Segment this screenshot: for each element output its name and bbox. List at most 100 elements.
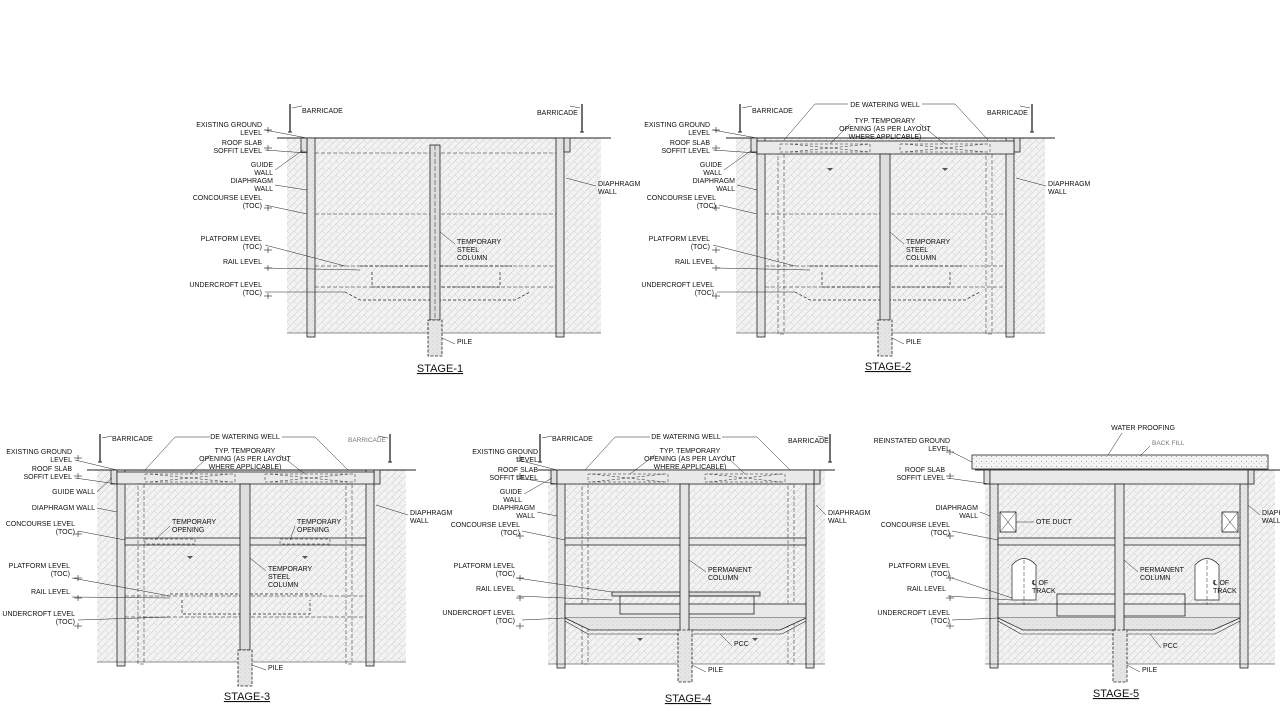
diaphragm-left-label-line-2: WALL — [716, 186, 735, 193]
platform-label-line-2: (TOC) — [51, 571, 70, 578]
existing-ground-label-line-2: LEVEL — [50, 457, 72, 464]
leader-line — [815, 504, 827, 516]
concourse-label-line-2: (TOC) — [501, 530, 520, 537]
leader-line — [716, 267, 811, 271]
leader-line — [723, 149, 753, 171]
leader-line — [951, 451, 973, 463]
roof-slab-label-line-2: SOFFIT LEVEL — [490, 475, 539, 482]
leader-line — [691, 664, 707, 673]
roof-slab-label-line-1: ROOF SLAB — [498, 467, 538, 474]
diaphragm-right-label-line-1: DIAPHRAGM — [598, 181, 641, 188]
undercroft-label-line-1: UNDERCROFT LEVEL — [641, 282, 714, 289]
platform-label-line-1: PLATFORM LEVEL — [649, 236, 710, 243]
leader-line — [377, 435, 389, 439]
opening-label-line-1: TYP. TEMPORARY — [660, 448, 721, 455]
leader-line — [516, 595, 613, 601]
leader-line — [264, 244, 346, 267]
platform-label-line-1: PLATFORM LEVEL — [889, 563, 950, 570]
temporary-steel-column — [239, 483, 251, 651]
pile-label: PILE — [268, 665, 284, 672]
dewatering-well-right — [787, 483, 795, 665]
column-label-line-1: TEMPORARY — [906, 239, 951, 246]
stage-title: STAGE-1 — [417, 363, 463, 375]
leader-line — [517, 459, 558, 471]
existing-ground-label-line-2: LEVEL — [516, 457, 538, 464]
roof-slab-label-line-2: SOFFIT LEVEL — [214, 148, 263, 155]
undercroft-label-line-2: (TOC) — [56, 619, 75, 626]
column-label-line-2: STEEL — [268, 574, 290, 581]
water-level-icon — [827, 168, 833, 171]
leader-line — [74, 459, 118, 471]
water-level-icon — [942, 168, 948, 171]
temporary-opening-marks — [591, 473, 782, 483]
opening-label-line-2: OPENING (AS PER LAYOUT — [199, 456, 291, 463]
concourse-label-line-1: CONCOURSE LEVEL — [647, 195, 716, 202]
leader-line — [71, 596, 171, 599]
leader-line — [1139, 445, 1151, 457]
leader-line — [736, 184, 758, 191]
leader-line — [291, 105, 303, 109]
platform-label-line-1: PLATFORM LEVEL — [9, 563, 70, 570]
diaphragm-left-label: DIAPHRAGM WALL — [32, 505, 95, 512]
leader-line — [946, 477, 991, 485]
water-level-icon — [752, 638, 758, 641]
leader-line — [536, 511, 558, 517]
column-label-line-1: PERMANENT — [1140, 567, 1185, 574]
opening-leaders — [829, 123, 946, 145]
opening-label-line-3: WHERE APPLICABLE) — [209, 464, 282, 471]
pcc-label: PCC — [1163, 643, 1178, 650]
diaphragm-left-label-line-2: WALL — [254, 186, 273, 193]
diaphragm-right-label-line-2: WALL — [598, 189, 617, 196]
column-label-line-3: COLUMN — [268, 582, 298, 589]
leader-line — [688, 559, 707, 573]
leader-line — [951, 530, 999, 541]
leader-line — [77, 616, 171, 621]
guide-wall-label-line-1: GUIDE — [500, 489, 523, 496]
diaphragm-right-label-line-1: DIAPHRAGM — [410, 510, 453, 517]
barricade-right-label: BARRICADE — [348, 437, 387, 444]
leader-line — [274, 184, 308, 191]
platform-label-line-1: PLATFORM LEVEL — [454, 563, 515, 570]
pile — [237, 649, 253, 687]
leader-line — [741, 105, 753, 109]
water-level-icon — [637, 638, 643, 641]
temp-opening-left-label-line-2: OPENING — [172, 527, 204, 534]
temp-opening-right-label-line-1: TEMPORARY — [297, 519, 342, 526]
barricade-right-label: BARRICADE — [987, 110, 1028, 117]
leader-line — [1019, 105, 1031, 109]
roof-slab-label-line-1: ROOF SLAB — [905, 467, 945, 474]
barricade-right-label: BARRICADE — [788, 438, 829, 445]
dewatering-label: DE WATERING WELL — [850, 102, 920, 109]
existing-ground-label-line-1: EXISTING GROUND — [6, 449, 72, 456]
opening-leaders — [189, 454, 306, 475]
ote-duct-right-cross — [1221, 511, 1239, 533]
guide-wall-right — [1013, 137, 1021, 153]
leader-line — [1247, 504, 1261, 516]
leader-line — [712, 129, 758, 139]
platform-label-line-2: (TOC) — [931, 571, 950, 578]
column-label-line-2: STEEL — [906, 247, 928, 254]
rail-label: RAIL LEVEL — [476, 586, 515, 593]
pile — [1112, 629, 1128, 683]
concourse-label-line-1: CONCOURSE LEVEL — [881, 522, 950, 529]
guide-wall-label: GUIDE WALL — [52, 489, 95, 496]
leader-line — [96, 477, 113, 493]
ote-duct-label: OTE DUCT — [1036, 519, 1073, 526]
dewatering-leaders — [783, 103, 989, 141]
leader-line — [521, 530, 566, 541]
dewatering-well-right — [345, 483, 353, 665]
guide-wall-left — [110, 469, 118, 485]
pile — [877, 319, 893, 357]
concourse-label-line-1: CONCOURSE LEVEL — [193, 195, 262, 202]
track-left-label-line-1: ℄ OF — [1031, 580, 1048, 587]
concourse-label-line-2: (TOC) — [931, 530, 950, 537]
diaphragm-right-label-line-1: DIAPHRAGM — [1048, 181, 1091, 188]
platform-label-line-2: (TOC) — [691, 244, 710, 251]
pcc-label: PCC — [734, 641, 749, 648]
pile-label: PILE — [708, 667, 724, 674]
opening-label-line-1: TYP. TEMPORARY — [215, 448, 276, 455]
guide-wall-label-line-1: GUIDE — [700, 162, 723, 169]
existing-ground-label-line-2: LEVEL — [688, 130, 710, 137]
existing-ground-label-line-1: EXISTING GROUND — [644, 122, 710, 129]
roof-slab-label-line-1: ROOF SLAB — [222, 140, 262, 147]
